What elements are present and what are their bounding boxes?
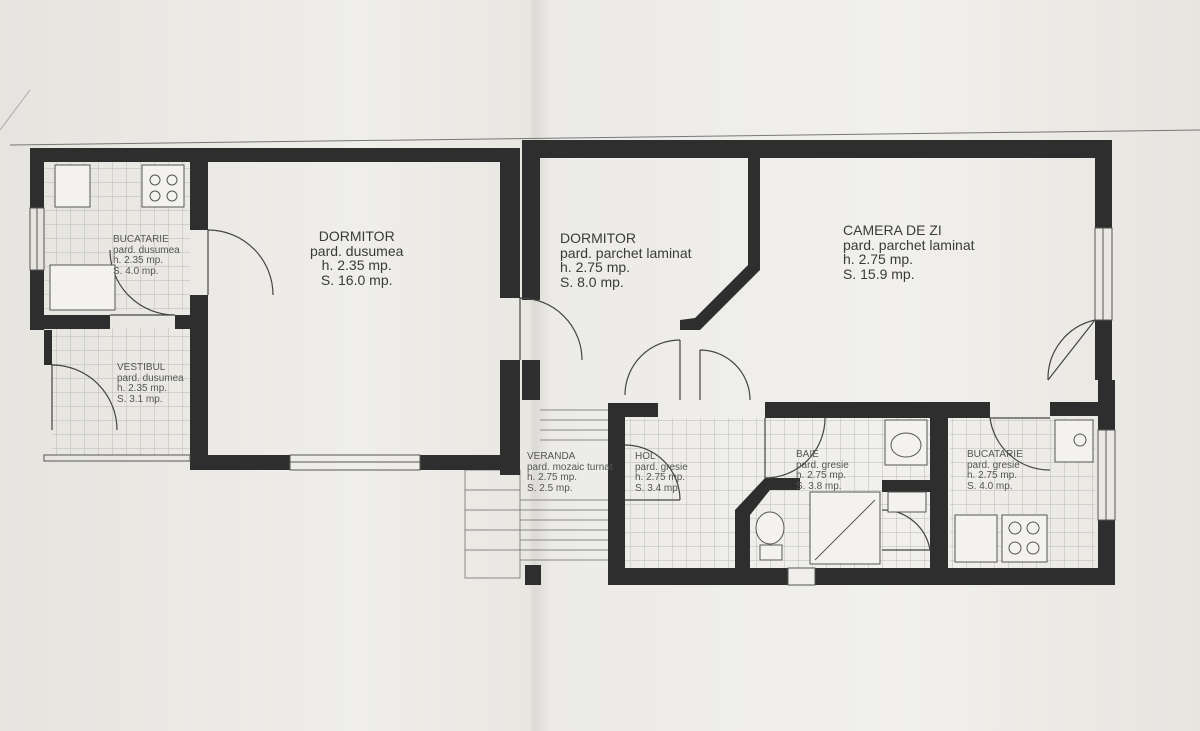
room-label-veranda: VERANDA pard. mozaic turnat h. 2.75 mp. …	[527, 451, 613, 494]
room-height: h. 2.35 mp.	[117, 383, 168, 394]
room-label-camera-de-zi: CAMERA DE ZI pard. parchet laminat h. 2.…	[843, 223, 975, 282]
room-name: VERANDA	[527, 451, 576, 462]
tiles-vestibul	[52, 328, 190, 455]
veranda-floor	[464, 409, 608, 579]
fixtures	[49, 164, 1094, 565]
room-label-baie: BAIE pard. gresie h. 2.75 mp. S. 3.8 mp.	[796, 449, 849, 492]
room-height: h. 2.75 mp.	[560, 259, 631, 276]
room-floor: pard. mozaic turnat	[527, 461, 613, 473]
room-name: VESTIBUL	[117, 362, 166, 373]
room-floor: pard. gresie	[796, 459, 849, 471]
room-floor: pard. parchet laminat	[843, 236, 975, 253]
room-label-hol: HOL pard. gresie h. 2.75 mp. S. 3.4 mp.	[635, 451, 688, 494]
room-height: h. 2.75 mp.	[796, 470, 847, 481]
room-label-bucatarie-right: BUCATARIE pard. gresie h. 2.75 mp. S. 4.…	[967, 449, 1023, 492]
room-floor: pard. dusumea	[310, 242, 404, 259]
room-name: BUCATARIE	[113, 234, 169, 245]
room-floor: pard. parchet laminat	[560, 244, 692, 261]
room-name: HOL	[635, 451, 656, 462]
property-line	[9, 129, 1200, 146]
room-height: h. 2.75 mp.	[635, 472, 686, 483]
room-name: CAMERA DE ZI	[843, 222, 942, 238]
room-area: S. 4.0 mp.	[113, 265, 159, 277]
room-label-dormitor-left: DORMITOR pard. dusumea h. 2.35 mp. S. 16…	[310, 229, 403, 288]
room-name: DORMITOR	[560, 230, 636, 246]
room-name: BAIE	[796, 449, 819, 460]
room-height: h. 2.75 mp.	[527, 472, 578, 483]
room-height: h. 2.75 mp.	[967, 470, 1018, 481]
room-floor: pard. gresie	[635, 461, 688, 473]
room-floor: pard. gresie	[967, 459, 1020, 471]
room-area: S. 3.1 mp.	[117, 393, 163, 405]
room-height: h. 2.35 mp.	[321, 257, 392, 274]
room-area: S. 4.0 mp.	[967, 480, 1013, 492]
room-area: S. 15.9 mp.	[843, 266, 915, 283]
room-label-bucatarie-left: BUCATARIE pard. dusumea h. 2.35 mp. S. 4…	[113, 234, 180, 277]
room-label-dormitor-right: DORMITOR pard. parchet laminat h. 2.75 m…	[560, 231, 692, 290]
doors	[51, 229, 1096, 551]
room-floor: pard. dusumea	[113, 244, 180, 256]
room-area: S. 16.0 mp.	[320, 272, 393, 289]
room-label-vestibul: VESTIBUL pard. dusumea h. 2.35 mp. S. 3.…	[117, 362, 184, 405]
room-name: BUCATARIE	[967, 449, 1023, 460]
room-floor: pard. dusumea	[117, 372, 184, 384]
room-height: h. 2.75 mp.	[843, 251, 914, 268]
windows	[29, 207, 1116, 586]
room-area: S. 3.8 mp.	[796, 480, 842, 492]
room-height: h. 2.35 mp.	[113, 255, 164, 266]
walls	[30, 140, 1115, 585]
room-area: S. 8.0 mp.	[560, 274, 624, 291]
room-name: DORMITOR	[318, 228, 395, 244]
room-area: S. 3.4 mp.	[635, 482, 681, 494]
room-area: S. 2.5 mp.	[527, 482, 573, 494]
